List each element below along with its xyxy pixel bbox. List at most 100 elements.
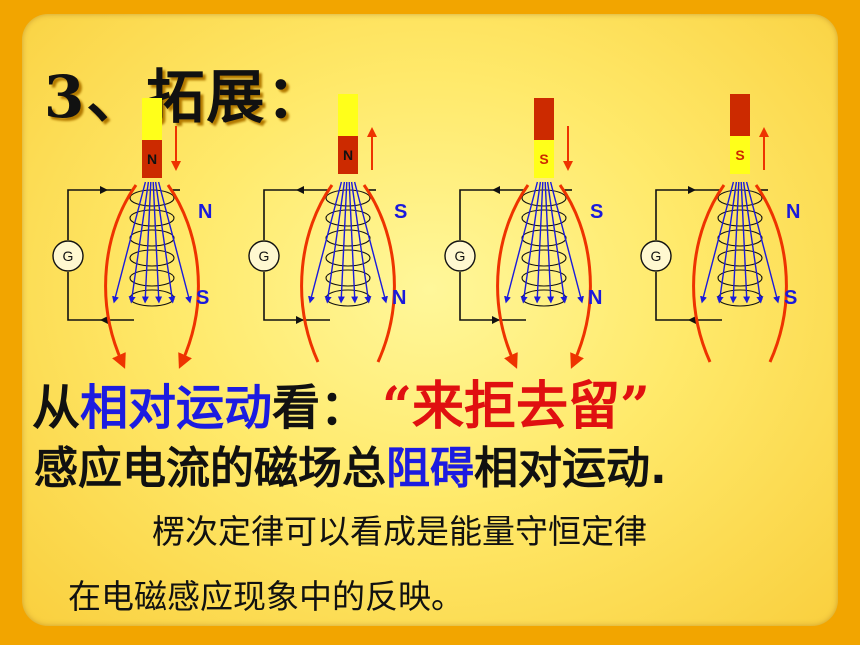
field-line-red: [362, 184, 396, 363]
field-line-blue: [112, 181, 147, 304]
coil-loop: [129, 269, 175, 287]
current-direction-arrow: [492, 186, 500, 194]
coil-loop: [717, 249, 763, 267]
galvanometer-label: G: [259, 248, 270, 264]
coil-bottom-pole-label: N: [392, 287, 406, 309]
magnet-top: [730, 94, 750, 136]
line1-text-a: 从: [32, 380, 81, 436]
coil-loop: [717, 209, 763, 227]
field-line-blue: [141, 181, 152, 304]
current-direction-arrow: [492, 316, 500, 324]
circuit-wire: [263, 189, 330, 240]
field-line-red: [692, 184, 726, 363]
induction-panel-2: G N S N: [248, 94, 407, 363]
galvanometer-label: G: [651, 248, 662, 264]
field-line-blue: [729, 181, 740, 304]
current-direction-arrow: [688, 186, 696, 194]
coil-loop: [325, 249, 371, 267]
field-line-blue: [520, 181, 542, 304]
magnet-pole-label: S: [539, 151, 548, 167]
field-line-blue: [152, 181, 163, 304]
field-line-red: [496, 184, 530, 369]
field-line-blue: [742, 181, 764, 304]
line1-text-b: 看：: [272, 380, 369, 436]
coil-top-pole-label: S: [394, 201, 407, 223]
coil-loop: [717, 269, 763, 287]
field-line-red: [754, 184, 788, 363]
field-line-blue: [154, 181, 176, 304]
circuit-wire: [67, 189, 134, 240]
coil-loop: [129, 189, 175, 207]
magnet-pole-label: N: [343, 147, 353, 163]
field-line-blue: [546, 181, 568, 304]
field-line-blue: [348, 181, 359, 304]
galvanometer: [444, 240, 476, 272]
field-line-blue: [324, 181, 346, 304]
come-repel-go-retain-quote: “来拒去留”: [382, 376, 650, 437]
galvanometer: [640, 240, 672, 272]
coil-bottom-pole-label: S: [196, 287, 209, 309]
field-line-blue: [745, 181, 780, 304]
coil-loop: [325, 209, 371, 227]
current-direction-arrow: [688, 316, 696, 324]
coil-bottom-pole-label: S: [784, 287, 797, 309]
coil-bottom-pole-label: N: [588, 287, 602, 309]
coil-loop: [325, 229, 371, 247]
energy-conservation-note-cont: 在电磁感应现象中的反映。: [68, 577, 464, 616]
galvanometer: [52, 240, 84, 272]
field-line-blue: [700, 181, 735, 304]
galvanometer-label: G: [455, 248, 466, 264]
field-line-blue: [157, 181, 192, 304]
coil-top-pole-label: N: [786, 201, 800, 223]
hinder-emphasis: 阻碍: [386, 443, 474, 494]
circuit-wire: [655, 189, 722, 240]
current-direction-arrow: [296, 316, 304, 324]
galvanometer: [248, 240, 280, 272]
field-line-blue: [504, 181, 539, 304]
coil-top-pole-label: S: [590, 201, 603, 223]
coil-loop: [717, 189, 763, 207]
current-direction-arrow: [100, 186, 108, 194]
relative-motion-statement: 从相对运动看：“来拒去留”: [32, 364, 650, 439]
circuit-wire: [459, 272, 526, 321]
magnet-top: [142, 98, 162, 140]
field-line-blue: [353, 181, 388, 304]
coil-top-pole-label: N: [198, 201, 212, 223]
magnet-top: [338, 94, 358, 136]
field-line-blue: [308, 181, 343, 304]
current-direction-arrow: [100, 316, 108, 324]
coil-loop: [325, 289, 371, 307]
coil-loop: [521, 249, 567, 267]
coil-loop: [129, 209, 175, 227]
coil-loop: [717, 229, 763, 247]
coil-loop: [521, 229, 567, 247]
coil-loop: [325, 269, 371, 287]
induction-panel-3: G S S N: [444, 98, 603, 369]
field-line-red: [104, 184, 138, 369]
field-line-blue: [533, 181, 544, 304]
field-line-blue: [544, 181, 555, 304]
coil-loop: [325, 189, 371, 207]
field-line-blue: [350, 181, 372, 304]
field-line-red: [300, 184, 334, 363]
current-direction-arrow: [296, 186, 304, 194]
magnet-bottom: [730, 136, 750, 174]
galvanometer-label: G: [63, 248, 74, 264]
induction-panel-4: G S N S: [640, 94, 800, 363]
relative-motion-emphasis: 相对运动: [80, 380, 273, 436]
coil-loop: [521, 269, 567, 287]
magnet-top: [534, 98, 554, 140]
field-line-blue: [549, 181, 584, 304]
circuit-wire: [459, 189, 526, 240]
field-line-red: [558, 184, 592, 369]
coil-loop: [521, 209, 567, 227]
circuit-wire: [67, 272, 134, 321]
magnet-pole-label: S: [735, 147, 744, 163]
energy-conservation-note: 楞次定律可以看成是能量守恒定律: [152, 512, 647, 551]
line2-text-b: 相对运动.: [474, 443, 667, 494]
circuit-wire: [655, 272, 722, 321]
coil-loop: [521, 189, 567, 207]
field-line-blue: [716, 181, 738, 304]
